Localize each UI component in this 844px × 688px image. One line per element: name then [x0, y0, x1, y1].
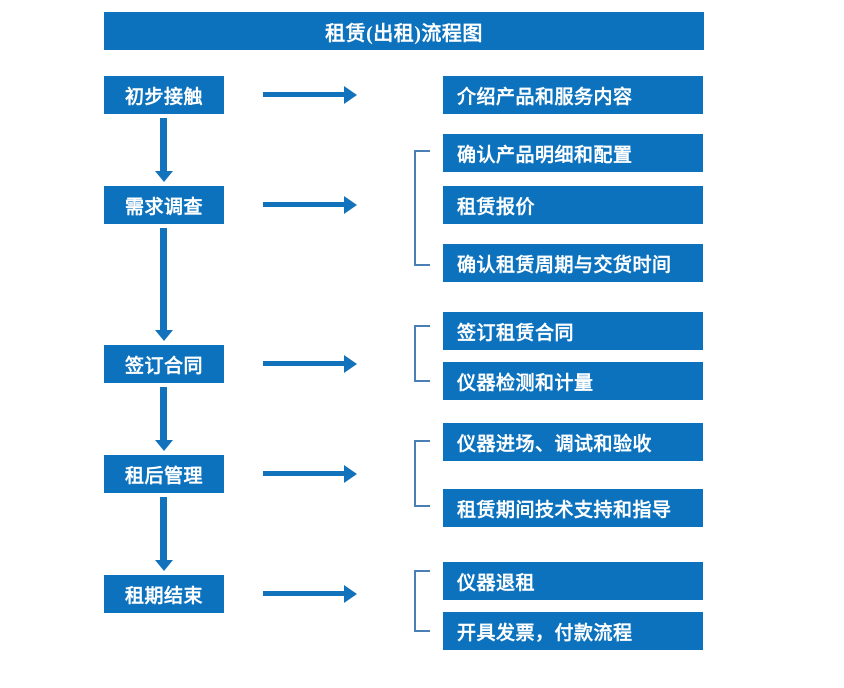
horizontal-arrow-1: [263, 86, 357, 104]
horizontal-arrow-5: [263, 585, 357, 603]
task-box-8[interactable]: 租赁期间技术支持和指导: [443, 489, 703, 527]
task-box-7[interactable]: 仪器进场、调试和验收: [443, 423, 703, 461]
vertical-arrow-4: [155, 497, 173, 571]
stage-box-3[interactable]: 签订合同: [104, 345, 224, 383]
vertical-arrow-1: [155, 118, 173, 182]
task-box-10[interactable]: 开具发票，付款流程: [443, 612, 703, 650]
horizontal-arrow-3: [263, 355, 357, 373]
task-box-6[interactable]: 仪器检测和计量: [443, 362, 703, 400]
group-bracket-4: [414, 570, 430, 632]
task-box-2[interactable]: 确认产品明细和配置: [443, 134, 703, 172]
horizontal-arrow-4: [263, 465, 357, 483]
task-box-4[interactable]: 确认租赁周期与交货时间: [443, 244, 703, 282]
stage-box-4[interactable]: 租后管理: [104, 455, 224, 493]
task-box-5[interactable]: 签订租赁合同: [443, 312, 703, 350]
flowchart-title: 租赁(出租)流程图: [104, 12, 704, 50]
task-box-3[interactable]: 租赁报价: [443, 186, 703, 224]
group-bracket-3: [414, 440, 430, 507]
horizontal-arrow-2: [263, 196, 357, 214]
group-bracket-1: [414, 150, 430, 266]
task-box-9[interactable]: 仪器退租: [443, 562, 703, 600]
vertical-arrow-2: [155, 228, 173, 341]
group-bracket-2: [414, 325, 430, 382]
stage-box-5[interactable]: 租期结束: [104, 575, 224, 613]
task-box-1[interactable]: 介绍产品和服务内容: [443, 76, 703, 114]
stage-box-2[interactable]: 需求调查: [104, 186, 224, 224]
vertical-arrow-3: [155, 387, 173, 451]
stage-box-1[interactable]: 初步接触: [104, 76, 224, 114]
